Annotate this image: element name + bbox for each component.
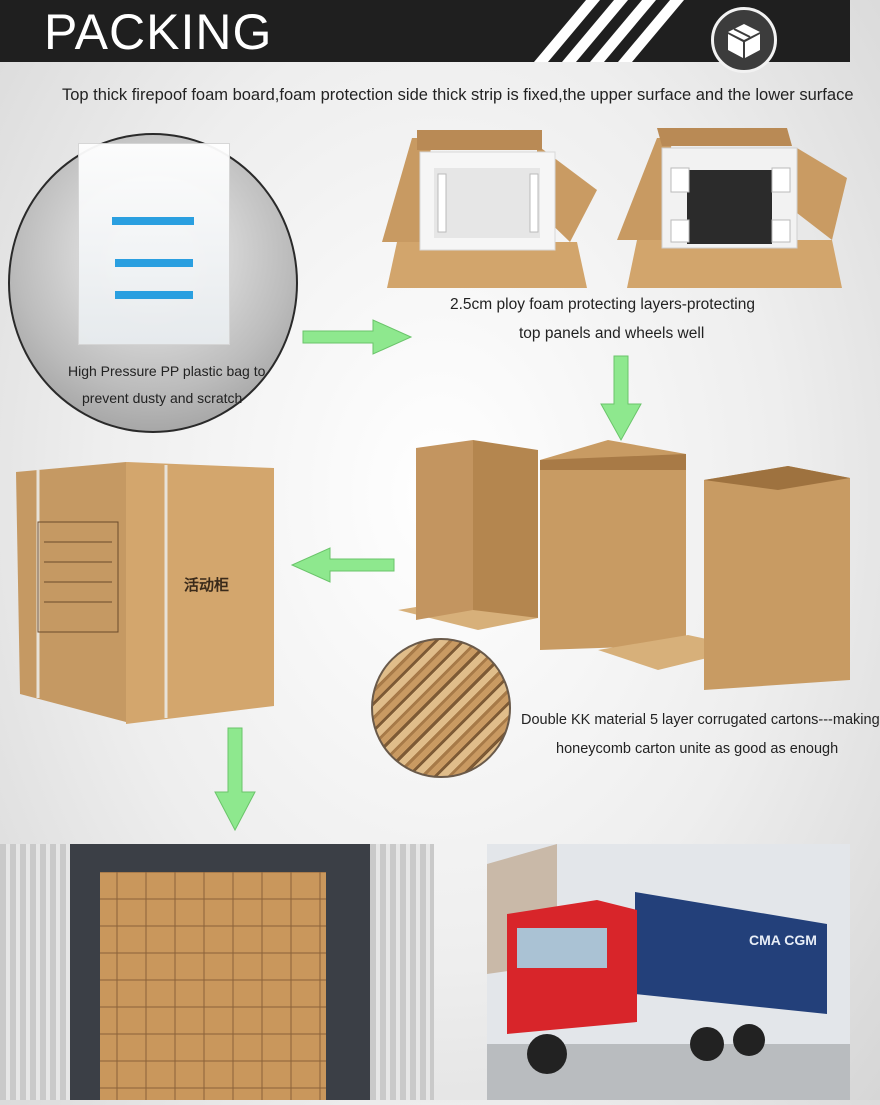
arrow-left-icon: [290, 547, 395, 583]
open-cartons-photo: [398, 440, 850, 690]
arrow-right-icon: [302, 319, 413, 355]
corrugated-layer-photo: [371, 638, 511, 778]
drawer-stripe: [115, 259, 193, 267]
header-bar: [0, 0, 850, 62]
container-brand: CMA CGM: [749, 932, 817, 948]
bag-caption-line1: High Pressure PP plastic bag to: [68, 363, 266, 379]
header-stripes: [533, 0, 685, 62]
cabinet-in-bag: [78, 143, 230, 345]
sealed-carton-photo: 活动柜: [16, 462, 278, 724]
arrow-down-icon: [600, 355, 642, 442]
arrow-down-icon: [214, 727, 256, 832]
intro-caption: Top thick firepoof foam board,foam prote…: [62, 86, 854, 104]
page-title: PACKING: [44, 4, 273, 60]
box-icon: [711, 7, 777, 73]
stacked-cartons: [100, 872, 326, 1100]
foam-caption-line2: top panels and wheels well: [519, 325, 705, 342]
truck-photo: CMA CGM: [487, 844, 850, 1100]
foam-box-photo-2: [617, 128, 847, 288]
plastic-bag-photo: [8, 133, 298, 433]
foam-box-photo-1: [372, 130, 602, 288]
drawer-stripe: [112, 217, 194, 225]
carton-caption-line2: honeycomb carton unite as good as enough: [556, 741, 839, 757]
drawer-stripe: [115, 291, 193, 299]
carton-label: 活动柜: [184, 577, 230, 594]
carton-caption-line1: Double KK material 5 layer corrugated ca…: [521, 712, 880, 728]
bag-caption-line2: prevent dusty and scratch: [82, 390, 243, 406]
container-loading-photo: [0, 844, 434, 1100]
foam-caption-line1: 2.5cm ploy foam protecting layers-protec…: [450, 296, 755, 313]
